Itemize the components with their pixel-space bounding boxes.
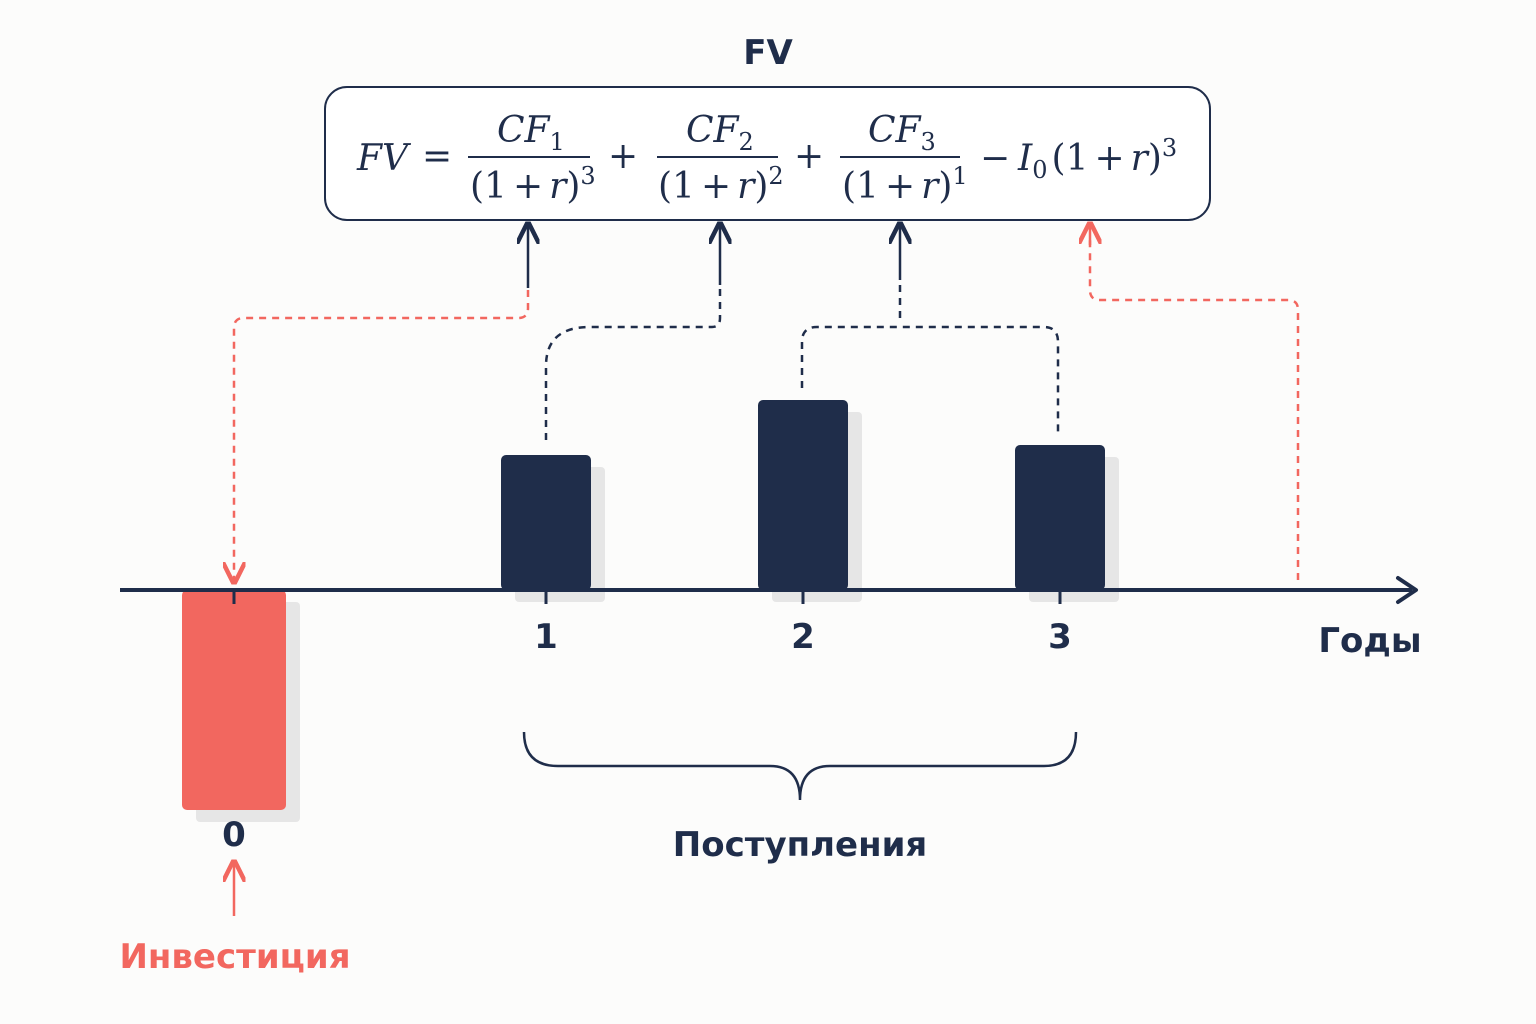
investment-term-connector [1088,240,1300,580]
term2-connector [544,285,722,440]
axis-tick-label-1: 1 [534,617,558,657]
den-r-3: r [921,166,940,207]
bar-year-2 [758,400,848,590]
axis-arrow-icon [1396,576,1418,604]
inv-exp: 3 [1162,134,1177,162]
inflows-brace [522,731,1078,801]
cf-symbol-2: CF [686,110,741,151]
den-r-1: r [549,166,568,207]
formula-minus: − [980,138,1010,179]
bar-year-0 [182,590,286,810]
term3-connector [800,325,1060,434]
axis-ticks: 0 1 2 3 [222,590,1072,855]
svg-text:CF1: CF1 [497,110,565,156]
cf-symbol-1: CF [497,110,552,151]
den-one-2: 1 [672,166,695,207]
den-exp-3: 1 [952,162,967,190]
inflows-label: Поступления [673,825,927,865]
axis-tick-label-0: 0 [222,815,246,855]
investment-connector [234,290,530,580]
inv-r: r [1131,138,1150,179]
inv-subscript: 0 [1032,156,1047,184]
diagram-title: FV [743,33,793,73]
formula-lhs: FV [356,138,412,179]
den-plus-3: + [885,166,915,207]
bar-year-3 [1015,445,1105,590]
den-one-1: 1 [484,166,507,207]
investment-label: Инвестиция [119,937,350,977]
formula-term-1: CF1 (1+r)3 [468,110,596,207]
formula-investment-term: I0(1+r)3 [1017,134,1177,184]
cash-flow-bars [182,400,1119,822]
cf-subscript-2: 2 [739,128,754,156]
formula-plus-2: + [794,136,824,177]
inv-symbol: I [1017,138,1033,179]
formula-equals: = [422,136,452,177]
den-plus-2: + [701,166,731,207]
formula-box [324,86,1211,221]
cf-subscript-3: 3 [921,128,936,156]
svg-text:CF2: CF2 [686,110,754,156]
formula-plus-1: + [608,136,638,177]
svg-text:(1+r)2: (1+r)2 [658,162,784,207]
axis-tick-label-2: 2 [791,617,815,657]
den-exp-1: 3 [580,162,595,190]
den-r-2: r [737,166,756,207]
formula-term-3: CF3 (1+r)1 [840,110,968,207]
axis-tick-label-3: 3 [1048,617,1072,657]
svg-text:CF3: CF3 [868,110,936,156]
den-exp-2: 2 [768,162,783,190]
den-plus-1: + [513,166,543,207]
svg-text:(1+r)1: (1+r)1 [842,162,968,207]
inv-one: 1 [1066,138,1089,179]
fv-formula: FV = CF1 (1+r)3 + CF2 (1+r)2 + CF3 (1+r)… [356,110,1177,207]
cf-subscript-1: 1 [550,128,565,156]
den-one-3: 1 [856,166,879,207]
bar-year-1 [501,455,591,590]
cf-symbol-3: CF [868,110,923,151]
svg-text:(1+r)3: (1+r)3 [470,162,596,207]
inv-plus: + [1094,138,1124,179]
axis-label: Годы [1318,621,1421,661]
formula-term-2: CF2 (1+r)2 [657,110,784,207]
